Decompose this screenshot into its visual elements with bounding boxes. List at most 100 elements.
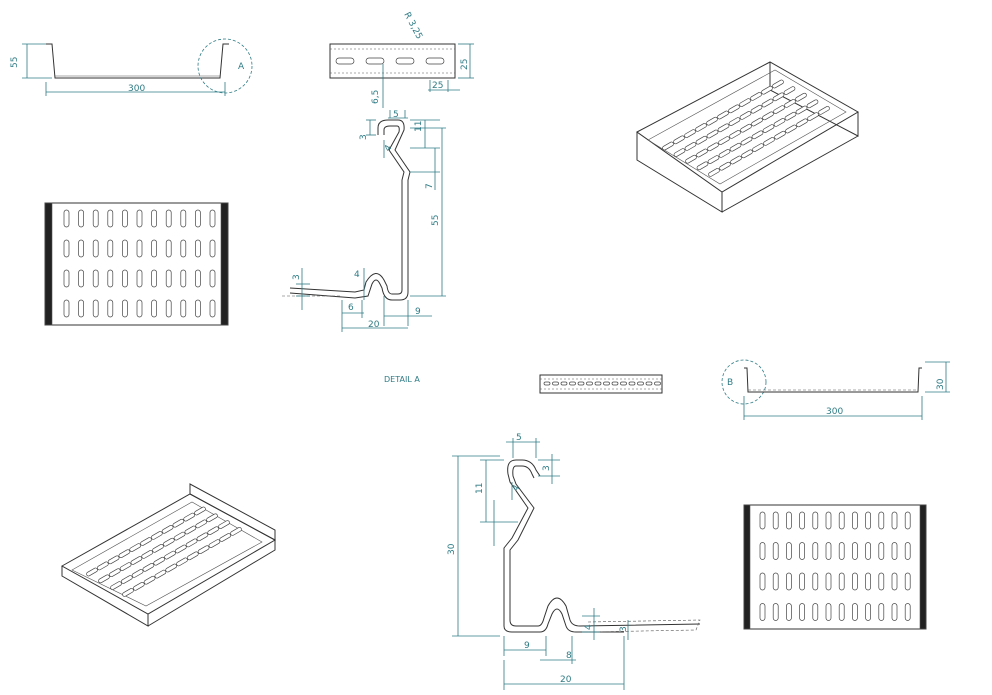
slot [891,511,898,530]
slot [118,549,131,559]
slot [186,551,199,561]
strip2-slot-group [543,381,661,386]
slot [107,299,114,318]
slot [136,269,143,288]
slot [812,603,819,621]
slot [904,542,911,560]
dim-b-height: 30 [936,378,946,390]
slot [865,542,871,560]
slot [717,123,730,133]
slot [729,130,741,139]
slot [628,381,636,386]
dim-a-6: 6 [348,303,354,313]
slot [151,269,157,288]
slot [172,518,185,528]
callout-label-a: A [238,62,245,72]
slot [185,538,198,548]
slot [195,519,208,529]
slot [825,511,832,530]
slot [120,575,133,584]
slot [812,542,819,560]
slot [195,239,201,258]
slot [108,568,121,578]
slot [786,542,792,560]
slot [728,117,741,126]
iso1-slot-grid [662,79,830,177]
slot [786,603,792,621]
slot [799,572,805,591]
slot [741,149,753,159]
slot [878,572,885,591]
slot [165,269,172,288]
slot [150,531,163,540]
dim-b-4: 4 [511,483,523,493]
slot [209,239,216,258]
slot [209,299,216,318]
slot [78,209,84,228]
slot [751,117,763,127]
slot [739,111,752,120]
slot [750,92,762,101]
slot [425,57,445,65]
slot [852,542,858,560]
slot [706,116,718,126]
slot [707,142,719,152]
slot [594,381,602,386]
slot [718,136,730,145]
slot [143,575,156,585]
dim-b-9: 9 [524,641,530,651]
slot [761,85,773,95]
isometric-tray-1 [636,61,859,213]
slot [96,561,109,571]
slot [812,511,819,530]
slot [772,603,779,621]
slot [740,136,753,146]
slot [673,148,686,157]
slot [696,148,708,158]
slot [878,542,885,560]
slot [730,155,742,165]
slot [750,104,763,114]
slot [110,581,122,590]
slot [107,239,114,258]
slot [165,563,178,573]
callout-label-b: B [727,378,733,388]
slot [577,381,585,386]
dim-a-11: 11 [414,121,424,132]
dim-a-3b: 3 [292,274,302,280]
slot [799,603,805,621]
slot [838,603,845,621]
slot [799,511,805,530]
slot [569,381,576,386]
dim-b-3b: 3 [619,626,629,632]
slot [878,511,885,530]
slot [151,239,157,258]
slot [825,603,832,621]
side-slot-group [335,57,445,65]
slot [762,111,774,121]
slot [611,381,619,386]
slot [825,572,832,591]
slot [132,581,145,591]
dim-b-11: 11 [475,483,485,494]
slot [752,143,764,152]
slot [207,526,220,536]
slot [706,129,719,139]
slot [92,239,99,258]
dim-b-5: 5 [516,433,522,443]
slot [136,239,143,258]
slot [560,381,568,386]
slot [708,168,720,177]
slot [654,381,661,386]
slot [838,511,845,530]
slot [131,569,144,578]
slot [63,209,70,228]
dim-radius: R 3,25 [401,11,424,41]
slot [219,533,232,542]
slot [740,123,752,133]
detail-a-profile: 5 11 3 4 7 55 3 4 6 9 20 [282,110,446,332]
slot [759,603,766,621]
slot [184,525,197,535]
dim-a-4: 4 [383,143,395,153]
dim-offset: 6,5 [371,90,381,104]
